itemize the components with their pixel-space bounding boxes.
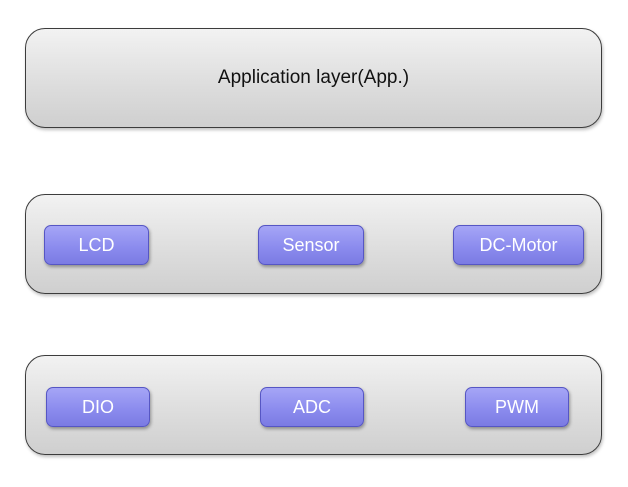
pwm-module: PWM [465, 387, 569, 427]
adc-module: ADC [260, 387, 364, 427]
lcd-module: LCD [44, 225, 149, 265]
application-layer-box: Application layer(App.) [25, 28, 602, 128]
sensor-module: Sensor [258, 225, 364, 265]
application-layer-label: Application layer(App.) [217, 67, 410, 88]
dc-motor-module: DC-Motor [453, 225, 584, 265]
dio-module: DIO [46, 387, 150, 427]
